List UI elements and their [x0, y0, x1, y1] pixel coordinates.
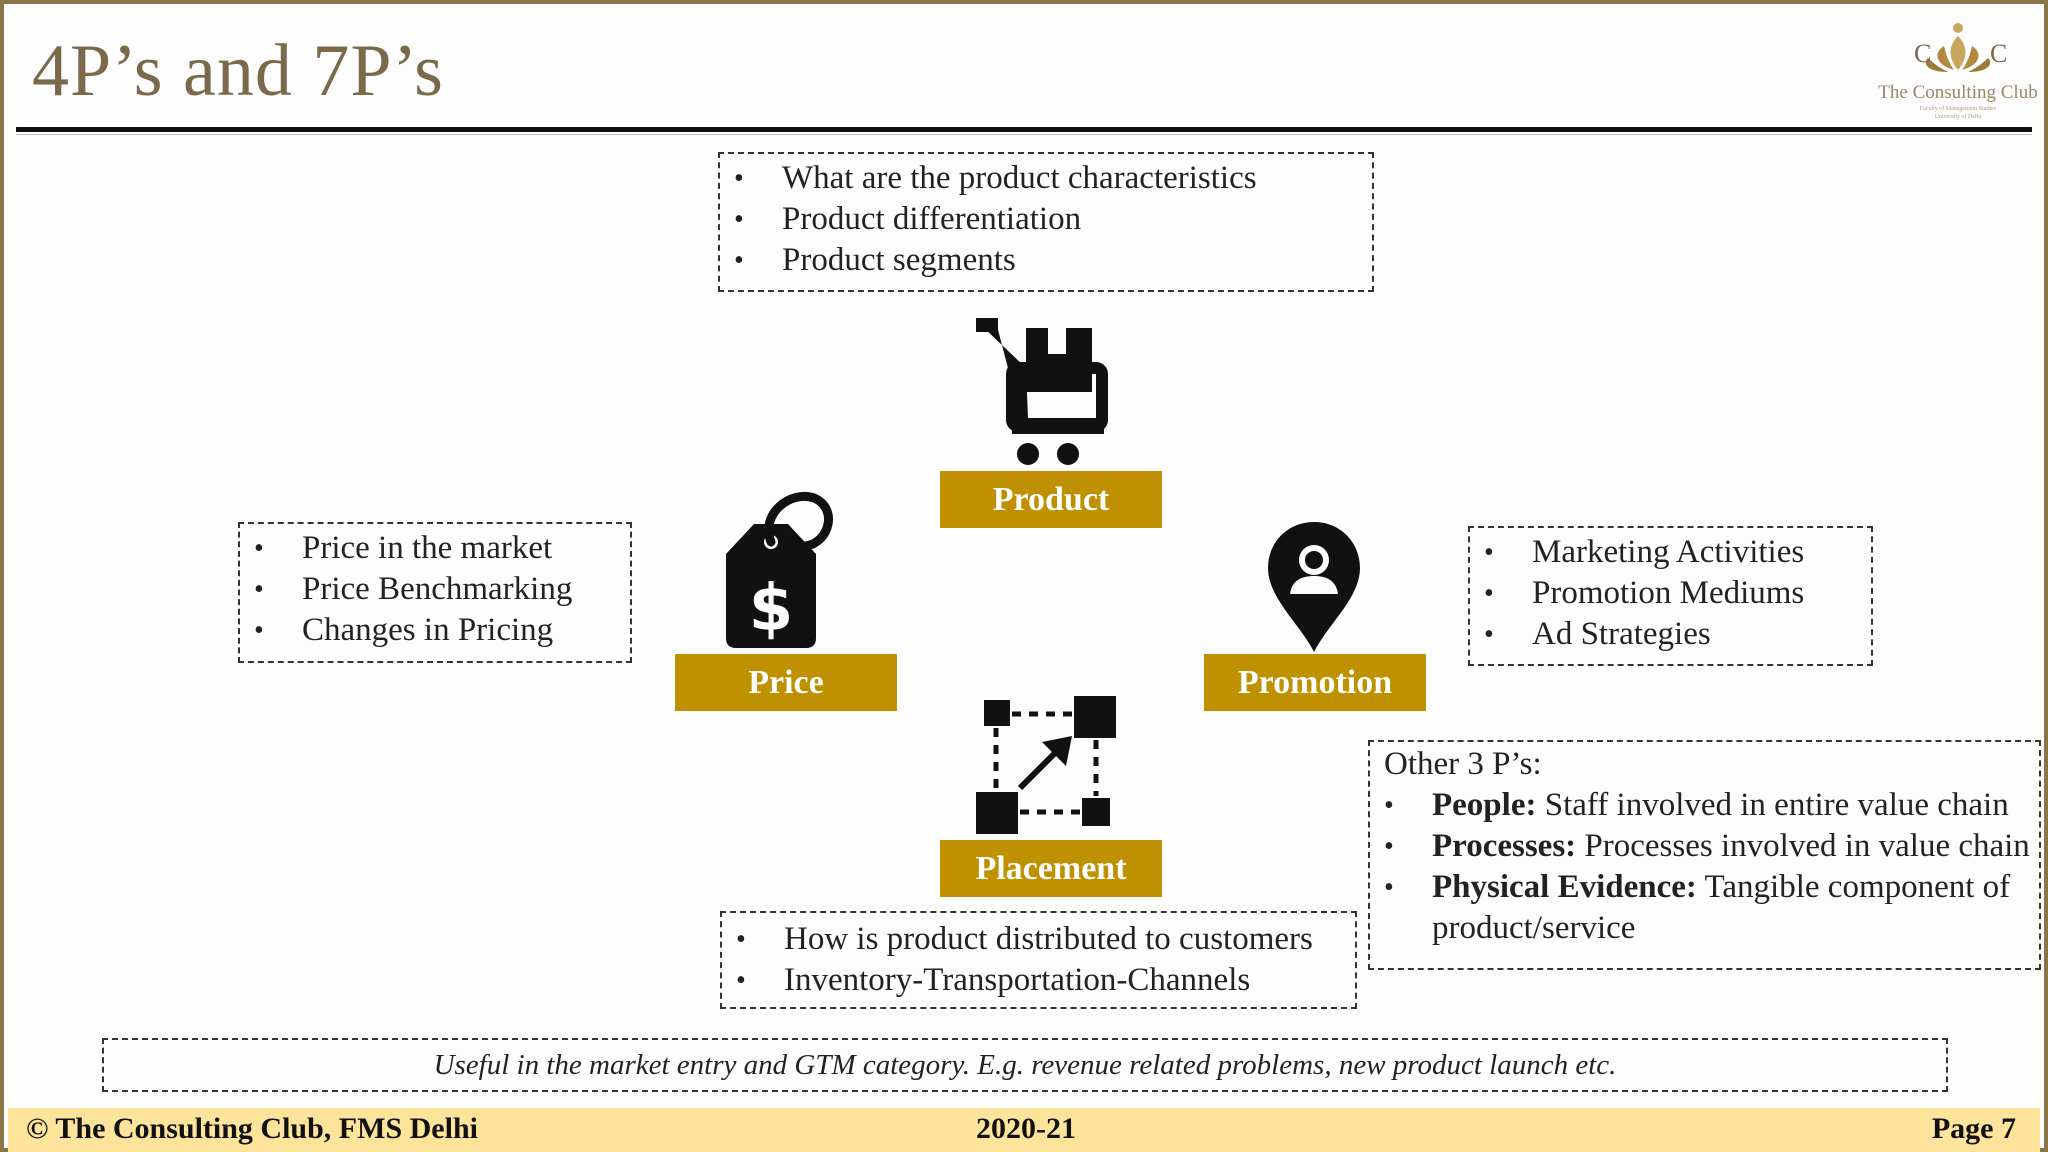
- price-points-box: Price in the market Price Benchmarking C…: [238, 522, 632, 663]
- other-ps-box: Other 3 P’s: People: Staff involved in e…: [1368, 740, 2041, 970]
- product-points-box: What are the product characteristics Pro…: [718, 152, 1374, 292]
- list-item: Physical Evidence: Tangible component of…: [1370, 867, 2039, 949]
- footer-year: 2020-21: [976, 1112, 1076, 1145]
- price-points-list: Price in the market Price Benchmarking C…: [240, 528, 630, 651]
- club-logo: C C The Consulting Club Faculty of Manag…: [1878, 22, 2038, 122]
- promotion-label: Promotion: [1204, 654, 1426, 711]
- footer-bar: © The Consulting Club, FMS Delhi 2020-21…: [8, 1108, 2040, 1152]
- list-item: Changes in Pricing: [240, 610, 630, 651]
- placement-points-list: How is product distributed to customers …: [722, 919, 1355, 1001]
- list-item: Ad Strategies: [1470, 614, 1871, 655]
- location-pin-person-icon: [1268, 522, 1360, 652]
- svg-text:C: C: [1990, 39, 2007, 68]
- list-item: Processes: Processes involved in value c…: [1370, 826, 2039, 867]
- list-item: Product differentiation: [720, 199, 1372, 240]
- shopping-cart-icon: [976, 318, 1108, 465]
- svg-text:C: C: [1914, 39, 1931, 68]
- product-points-list: What are the product characteristics Pro…: [720, 158, 1372, 281]
- list-item: Price Benchmarking: [240, 569, 630, 610]
- placement-label: Placement: [940, 840, 1162, 897]
- price-label: Price: [675, 654, 897, 711]
- footer-copyright: © The Consulting Club, FMS Delhi: [26, 1112, 478, 1145]
- list-item: Inventory-Transportation-Channels: [722, 960, 1355, 1001]
- promotion-points-list: Marketing Activities Promotion Mediums A…: [1470, 532, 1871, 655]
- title-divider: [16, 127, 2032, 132]
- list-item: Promotion Mediums: [1470, 573, 1871, 614]
- list-item: Product segments: [720, 240, 1372, 281]
- list-item: Marketing Activities: [1470, 532, 1871, 573]
- list-item: What are the product characteristics: [720, 158, 1372, 199]
- list-item: How is product distributed to customers: [722, 919, 1355, 960]
- list-item: Price in the market: [240, 528, 630, 569]
- svg-text:$: $: [749, 572, 794, 646]
- other-ps-title: Other 3 P’s:: [1384, 746, 1542, 782]
- title-divider-thin: [16, 134, 2032, 135]
- logo-subtext: Faculty of Management Studies University…: [1919, 106, 1997, 120]
- product-label: Product: [940, 471, 1162, 528]
- list-item: People: Staff involved in entire value c…: [1370, 785, 2039, 826]
- other-ps-list: People: Staff involved in entire value c…: [1370, 785, 2039, 949]
- logo-emblem-icon: C C: [1914, 23, 2007, 72]
- promotion-points-box: Marketing Activities Promotion Mediums A…: [1468, 526, 1873, 666]
- page-title: 4P’s and 7P’s: [32, 30, 444, 112]
- logo-text: The Consulting Club: [1878, 82, 2038, 103]
- distribution-network-icon: [976, 696, 1116, 834]
- price-tag-icon: $: [726, 492, 833, 648]
- placement-points-box: How is product distributed to customers …: [720, 911, 1357, 1009]
- footer-page-number: Page 7: [1931, 1112, 2016, 1145]
- usage-note-box: [102, 1038, 1948, 1092]
- usage-note: Useful in the market entry and GTM categ…: [433, 1048, 1617, 1081]
